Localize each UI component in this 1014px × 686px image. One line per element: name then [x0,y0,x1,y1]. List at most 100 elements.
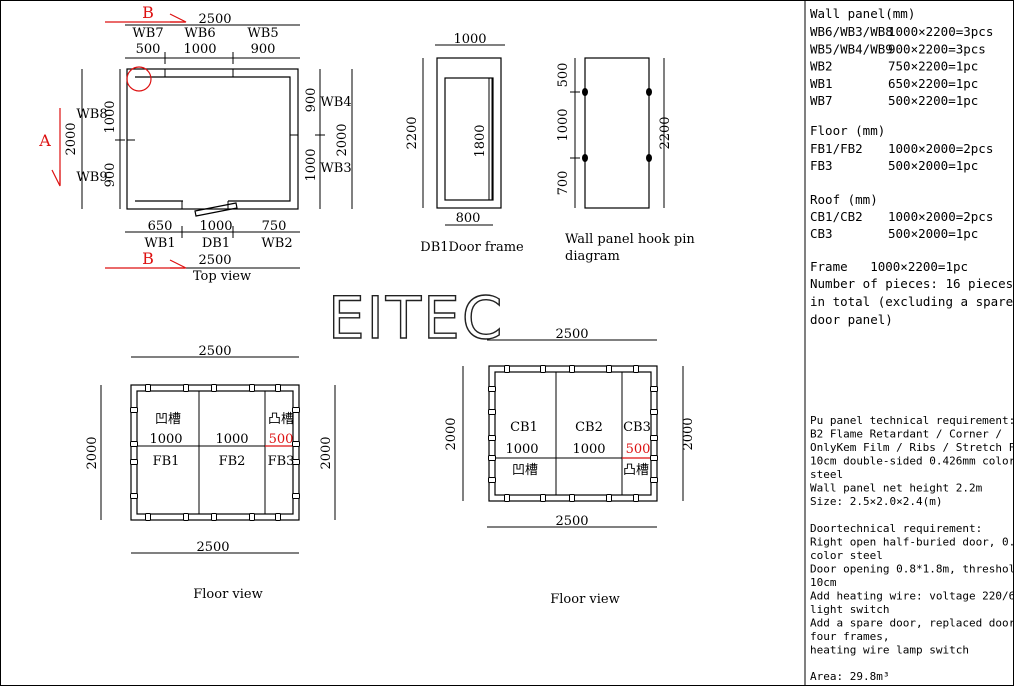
frame-lug-icon [488,455,496,461]
panel-size-wb8: 1000 [103,100,118,133]
floor-left-inner [136,390,294,515]
floor-right-left-dim: 2000 [444,417,459,450]
frame-lug-icon [569,494,575,502]
frame-lug-icon [488,477,496,483]
frame-lug-icon [145,513,151,521]
spec-pu-line: steel [810,468,843,481]
floor-right-groove-cb3: 凸槽 [623,463,649,478]
frame-lug-icon [569,365,575,373]
section-arrow-b-top: B [142,3,154,22]
spec-floor-title: Floor (mm) [810,123,885,138]
spec-wall-row-spec: 500×2200=1pc [888,93,978,108]
panel-size-wb5: 900 [251,42,276,57]
spec-floor-row-spec: 1000×2000=2pcs [888,141,993,156]
section-arrow-a: A [38,131,51,150]
frame-lug-icon [650,435,658,441]
top-view-overall-top-dim: 2500 [198,12,231,27]
spec-wall-title: Wall panel(mm) [810,6,915,21]
top-view-right-overall-dim: 2000 [335,123,350,156]
frame-lug-icon [292,459,300,465]
hook-pin-caption-line2: diagram [565,249,620,264]
hook-pin-icon [582,88,588,96]
hook-pin-caption-line1: Wall panel hook pin [565,232,695,247]
spec-pu-line: Pu panel technical requirement: [810,414,1014,427]
spec-pu-line: B2 Flame Retardant / Corner / [810,428,1002,441]
frame-lug-icon [292,407,300,413]
spec-door-line: 10cm [810,576,837,589]
spec-pu-line: 10cm double-sided 0.426mm color [810,455,1014,468]
spec-pu-line: Wall panel net height 2.2m [810,482,983,495]
spec-door-line: Doortechnical requirement: [810,522,982,535]
frame-lug-icon [633,365,639,373]
corner-detail-circle [126,66,152,92]
panel-label-wb4: WB4 [320,95,351,110]
spec-floor-row-code: FB3 [810,158,833,173]
frame-lug-icon [488,435,496,441]
floor-right-size-cb1: 1000 [505,442,538,457]
spec-roof-row-spec: 500×2000=1pc [888,226,978,241]
spec-frame-line: Frame 1000×2200=1pc [810,259,968,274]
hook-pin-panel [584,57,650,209]
spec-wall-row-spec: 650×2200=1pc [888,76,978,91]
floor-right-bottom-dim: 2500 [555,514,588,529]
door-frame-inner-width-dim: 800 [456,211,481,226]
section-arrow-b-bottom: B [142,249,154,268]
top-view-outer-wall [126,68,299,210]
panel-size-wb9: 900 [103,163,118,188]
frame-lug-icon [650,409,658,415]
spec-door-line: light switch [810,603,889,616]
hook-pin-icon [646,88,652,96]
hook-pin-seg-1: 500 [556,63,571,88]
floor-left-bottom-dim: 2500 [196,540,229,555]
frame-lug-icon [130,407,138,413]
panel-size-wb1: 650 [148,219,173,234]
spec-wall-row-spec: 900×2200=3pcs [888,41,986,56]
frame-lug-icon [633,494,639,502]
spec-pieces-line: in total (excluding a spare [810,294,1013,309]
floor-right-name-cb2: CB2 [575,420,603,435]
spec-pieces-line: Number of pieces: 16 pieces [810,276,1013,291]
door-frame-outer [436,57,502,209]
spec-pieces-line: door panel) [810,312,893,327]
frame-lug-icon [183,513,189,521]
frame-lug-icon [183,384,189,392]
spec-roof-row-spec: 1000×2000=2pcs [888,209,993,224]
frame-lug-icon [540,365,546,373]
frame-lug-icon [650,455,658,461]
frame-lug-icon [249,513,255,521]
floor-left-right-dim: 2000 [319,436,334,469]
spec-door-line: Right open half-buried door, 0.6mm [810,536,1014,549]
spec-area-line: Area: 29.8m³ [810,670,889,683]
door-frame-inner-height-dim: 1800 [473,124,488,157]
panel-label-wb3: WB3 [320,161,351,176]
floor-left-groove-fb3: 凸槽 [268,412,294,427]
frame-lug-icon [606,365,612,373]
frame-lug-icon [650,477,658,483]
floor-right-name-cb3: CB3 [623,420,651,435]
top-view-left-overall-dim: 2000 [64,122,79,155]
spec-roof-row-code: CB1/CB2 [810,209,863,224]
floor-right-right-dim: 2000 [681,417,696,450]
frame-lug-icon [488,409,496,415]
door-frame-width-dim: 1000 [453,32,486,47]
hook-pin-height-dim: 2200 [658,116,673,149]
floor-left-outer [130,384,300,521]
floor-right-name-cb1: CB1 [510,420,538,435]
spec-door-line: four frames, [810,630,889,643]
frame-lug-icon [606,494,612,502]
floor-left-name-fb3: FB3 [268,454,295,469]
frame-lug-icon [275,513,281,521]
door-frame-caption: DB1Door frame [420,240,524,255]
frame-lug-icon [249,384,255,392]
floor-left-size-fb2: 1000 [215,432,248,447]
spec-wall-row-code: WB6/WB3/WB8 [810,24,893,39]
panel-label-db1: DB1 [202,236,230,251]
hook-pin-seg-3: 700 [556,171,571,196]
spec-wall-row-code: WB2 [810,59,833,74]
floor-right-caption: Floor view [550,592,620,607]
frame-lug-icon [504,365,510,373]
door-frame-inner [444,77,494,201]
top-view-overall-bottom-dim: 2500 [198,253,231,268]
spec-wall-row-code: WB1 [810,76,833,91]
